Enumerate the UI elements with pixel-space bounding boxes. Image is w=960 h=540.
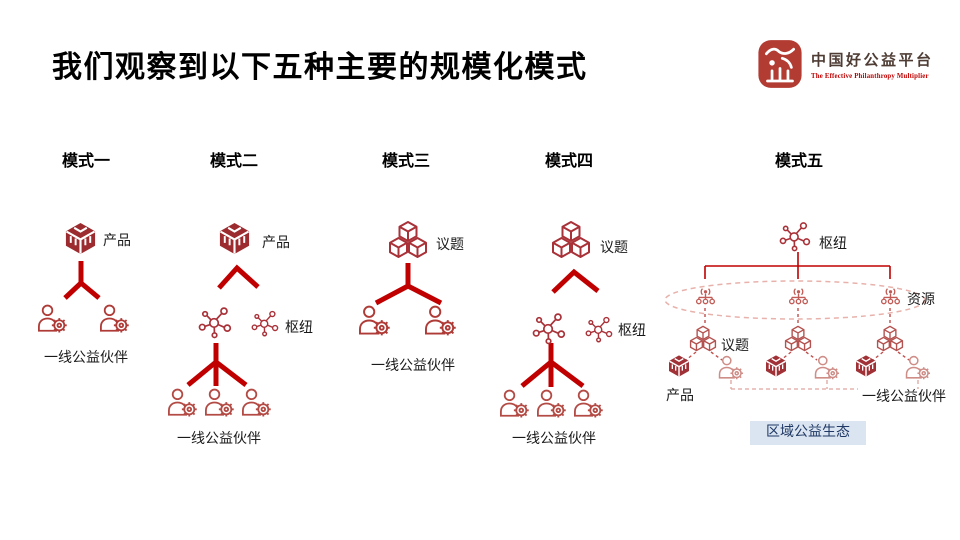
model1-partner-icon [37,304,68,333]
model5-partner-icon [814,355,840,380]
model1-header: 模式一 [62,153,111,170]
model3-partner-icon [424,305,457,336]
logo-name-en: The Effective Philanthropy Multiplier [811,73,929,80]
model1-product-label: 产品 [103,234,131,249]
model5-resource-icon [786,286,811,307]
logo-text: 中国好公益平台 The Effective Philanthropy Multi… [811,39,934,80]
model5-issue-cubes-icon [782,325,814,354]
model4-hub-icon [585,315,613,343]
model2-trident-connector [186,343,248,387]
model4-trident-connector [520,343,585,388]
model5-ecosystem-box: 区域公益生态 [750,421,866,445]
model2-header: 模式二 [210,153,259,170]
model5-issue-label: 议题 [721,339,749,354]
model5-issue-cubes-icon [874,325,906,354]
model3-issue-cubes-icon [385,220,431,262]
model3-y-connector [374,263,443,306]
model1-partner-label: 一线公益伙伴 [44,351,128,366]
model2-hub-icon [251,309,279,337]
model2-hub-label: 枢纽 [285,321,313,336]
model4-partner-label: 一线公益伙伴 [512,432,596,447]
model5-dashed-drops [704,308,891,324]
model3-header: 模式三 [382,153,431,170]
model2-partner-icon [241,388,272,417]
model1-product-cube-icon [63,221,98,256]
model2-partner-icon [204,388,235,417]
model5-partner-icon [718,355,744,380]
model5-partner-icon [905,355,931,380]
model4-partner-icon [536,389,567,418]
slide-title: 我们观察到以下五种主要的规模化模式 [52,51,588,84]
model5-product-label: 产品 [666,389,694,404]
model1-partner-icon [99,304,130,333]
model4-chevron-connector [551,268,600,294]
model5-product-cube-icon [764,354,788,378]
model5-product-cube-icon [667,354,691,378]
model4-issue-label: 议题 [600,241,628,256]
model3-partner-label: 一线公益伙伴 [371,359,455,374]
logo-name-zh: 中国好公益平台 [811,53,934,69]
model5-partner-label: 一线公益伙伴 [862,390,946,405]
model4-header: 模式四 [545,153,594,170]
model5-product-cube-icon [854,354,878,378]
platform-logo: 中国好公益平台 The Effective Philanthropy Multi… [757,39,934,89]
model2-chevron-connector [217,264,260,290]
seal-logo-icon [757,39,803,89]
model3-partner-icon [358,305,391,336]
model5-issue-cubes-icon [687,325,719,354]
model4-partner-icon [499,389,530,418]
model5-resource-icon [878,286,903,307]
model2-partner-label: 一线公益伙伴 [177,432,261,447]
model5-hub-icon [779,220,811,252]
model2-product-cube-icon [217,221,252,256]
model3-issue-label: 议题 [436,238,464,253]
model4-hub-icon [532,311,566,345]
model5-resource-label: 资源 [907,293,935,308]
model4-issue-cubes-icon [548,220,594,262]
model4-hub-label: 枢纽 [618,324,646,339]
model5-header: 模式五 [775,153,824,170]
model5-hub-label: 枢纽 [819,237,847,252]
model4-partner-icon [573,389,604,418]
model2-product-label: 产品 [262,236,290,251]
model2-partner-icon [167,388,198,417]
model2-hub-icon [198,305,232,339]
model1-y-connector [63,261,101,300]
model5-resource-icon [693,286,718,307]
model5-bracket-connector [704,252,891,279]
